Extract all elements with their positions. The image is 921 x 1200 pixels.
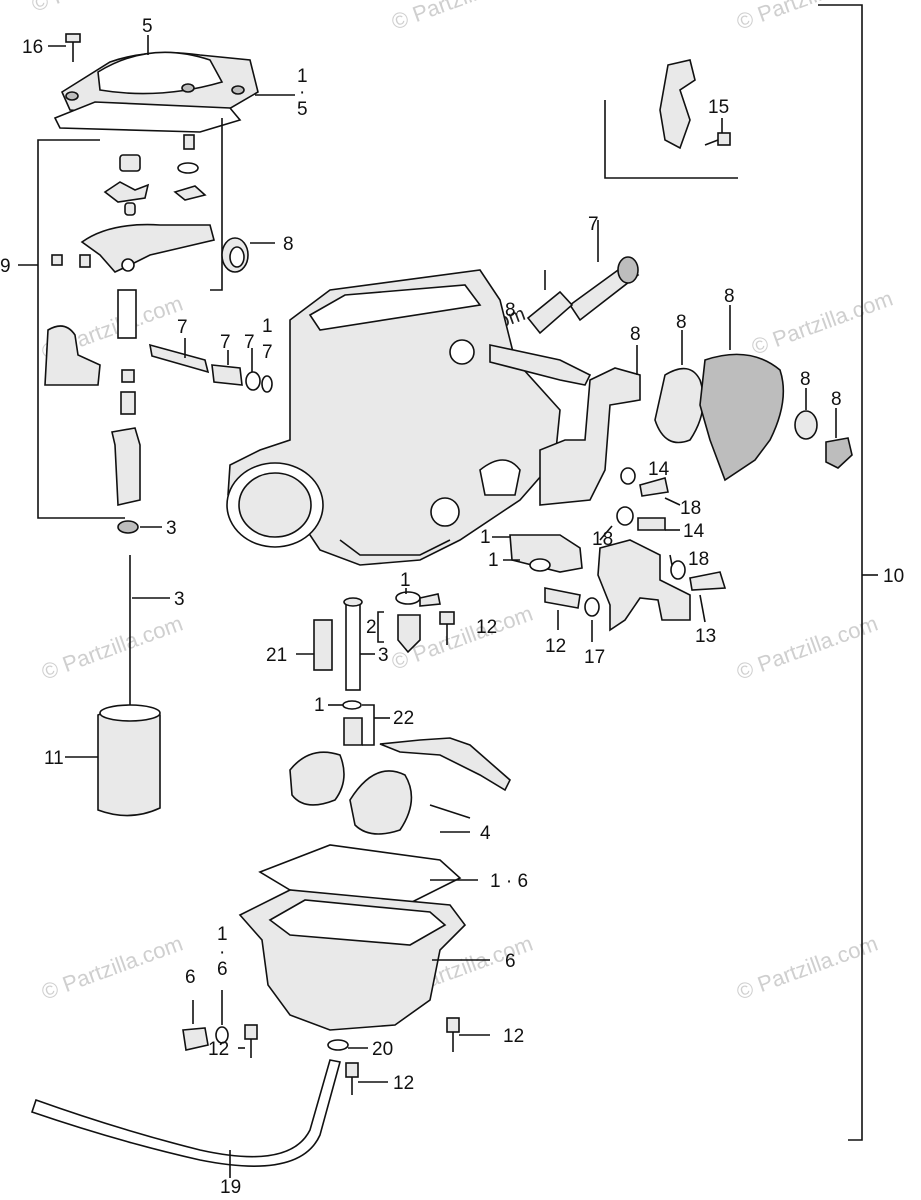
part-label: 10: [883, 566, 904, 587]
part-label: 1: [480, 527, 491, 548]
part-label: 1: [314, 695, 325, 716]
throttle-stop-screw-7: [489, 220, 640, 386]
part-label: 9: [0, 256, 11, 277]
part-label: 6: [505, 951, 516, 972]
group-9-box: [18, 118, 223, 519]
part-label: 5: [142, 16, 153, 37]
screw-16: [48, 33, 81, 62]
needle-jet-3-21: [296, 597, 375, 691]
part-label: 8: [800, 369, 811, 390]
part-label: 1 · 6: [490, 871, 528, 892]
top-cap-assembly: [53, 35, 295, 133]
watermark: © Partzilla.com: [28, 0, 176, 17]
watermark: © Partzilla.com: [733, 931, 881, 1005]
part-label: 1: [262, 316, 273, 337]
part-label: 16: [22, 37, 43, 58]
part-label: 18: [592, 529, 613, 550]
starter-plunger: [492, 534, 583, 573]
part-label: 12: [208, 1039, 229, 1060]
lower-linkage: [544, 467, 727, 642]
part-label: 8: [831, 389, 842, 410]
part-label: 3: [166, 518, 177, 539]
drain-plug-6: [182, 990, 229, 1051]
part-label: 7: [588, 214, 599, 235]
part-label: ·: [299, 82, 305, 103]
watermark: © Partzilla.com: [388, 0, 536, 35]
part-label: 13: [695, 626, 716, 647]
drain-hose-19: [30, 1059, 341, 1178]
watermark: © Partzilla.com: [38, 931, 186, 1005]
part-label: 7: [262, 342, 273, 363]
part-label: 7: [244, 332, 255, 353]
choke-linkage-8: [539, 305, 853, 506]
part-label: 3: [378, 645, 389, 666]
part-label: 4: [480, 823, 491, 844]
part-label: 12: [476, 617, 497, 638]
watermark: © Partzilla.com: [38, 611, 186, 685]
ring-8: [221, 237, 275, 273]
part-label: 6: [185, 967, 196, 988]
part-label: 6: [217, 959, 228, 980]
group-10-bracket: [818, 4, 878, 1141]
part-label: 8: [724, 286, 735, 307]
throttle-slide-11: [65, 704, 161, 817]
part-label: 17: [584, 647, 605, 668]
bracket-15-box: [604, 59, 738, 179]
part-label: 8: [505, 300, 516, 321]
watermark: © Partzilla.com: [748, 286, 896, 360]
part-label: 20: [372, 1039, 393, 1060]
part-label: 19: [220, 1177, 241, 1198]
part-label: 1: [217, 924, 228, 945]
part-label: 7: [177, 317, 188, 338]
part-label: 1: [297, 66, 308, 87]
part-label: 12: [503, 1026, 524, 1047]
part-label: 1: [488, 550, 499, 571]
part-label: 1: [400, 570, 411, 591]
hose-clip-20: [327, 1039, 368, 1051]
part-label: 7: [220, 332, 231, 353]
part-label: 18: [680, 498, 701, 519]
part-label: 5: [297, 99, 308, 120]
part-label: 2: [366, 617, 377, 638]
float-valve-22: [328, 700, 390, 746]
part-label: 14: [648, 459, 670, 480]
part-label: 12: [545, 636, 566, 657]
carburetor-body: [226, 269, 561, 566]
part-label: 21: [266, 645, 287, 666]
group-9-parts: [44, 134, 215, 506]
part-label: 11: [44, 748, 64, 769]
pilot-screw-assembly: [148, 338, 273, 393]
main-jet-group: [377, 588, 455, 654]
part-label: 8: [630, 324, 641, 345]
jet-needle-3: [117, 520, 170, 705]
part-label: 22: [393, 708, 414, 729]
part-label: 8: [676, 312, 687, 333]
part-label: ·: [219, 942, 225, 963]
part-label: 12: [393, 1073, 414, 1094]
part-label: 8: [283, 234, 294, 255]
float-bowl-6: [238, 889, 490, 1031]
bowl-screws-12: [238, 1017, 490, 1095]
part-labels: 5 16 1 · 5 9 8 15 7 8 8 8 8 8 8 7 7 7 1 …: [0, 16, 904, 1198]
part-label: 15: [708, 97, 729, 118]
part-label: 3: [174, 589, 185, 610]
part-label: 18: [688, 549, 709, 570]
watermark: © Partzilla.com: [733, 611, 881, 685]
part-label: 14: [683, 521, 705, 542]
float-assembly-4: [289, 737, 511, 835]
